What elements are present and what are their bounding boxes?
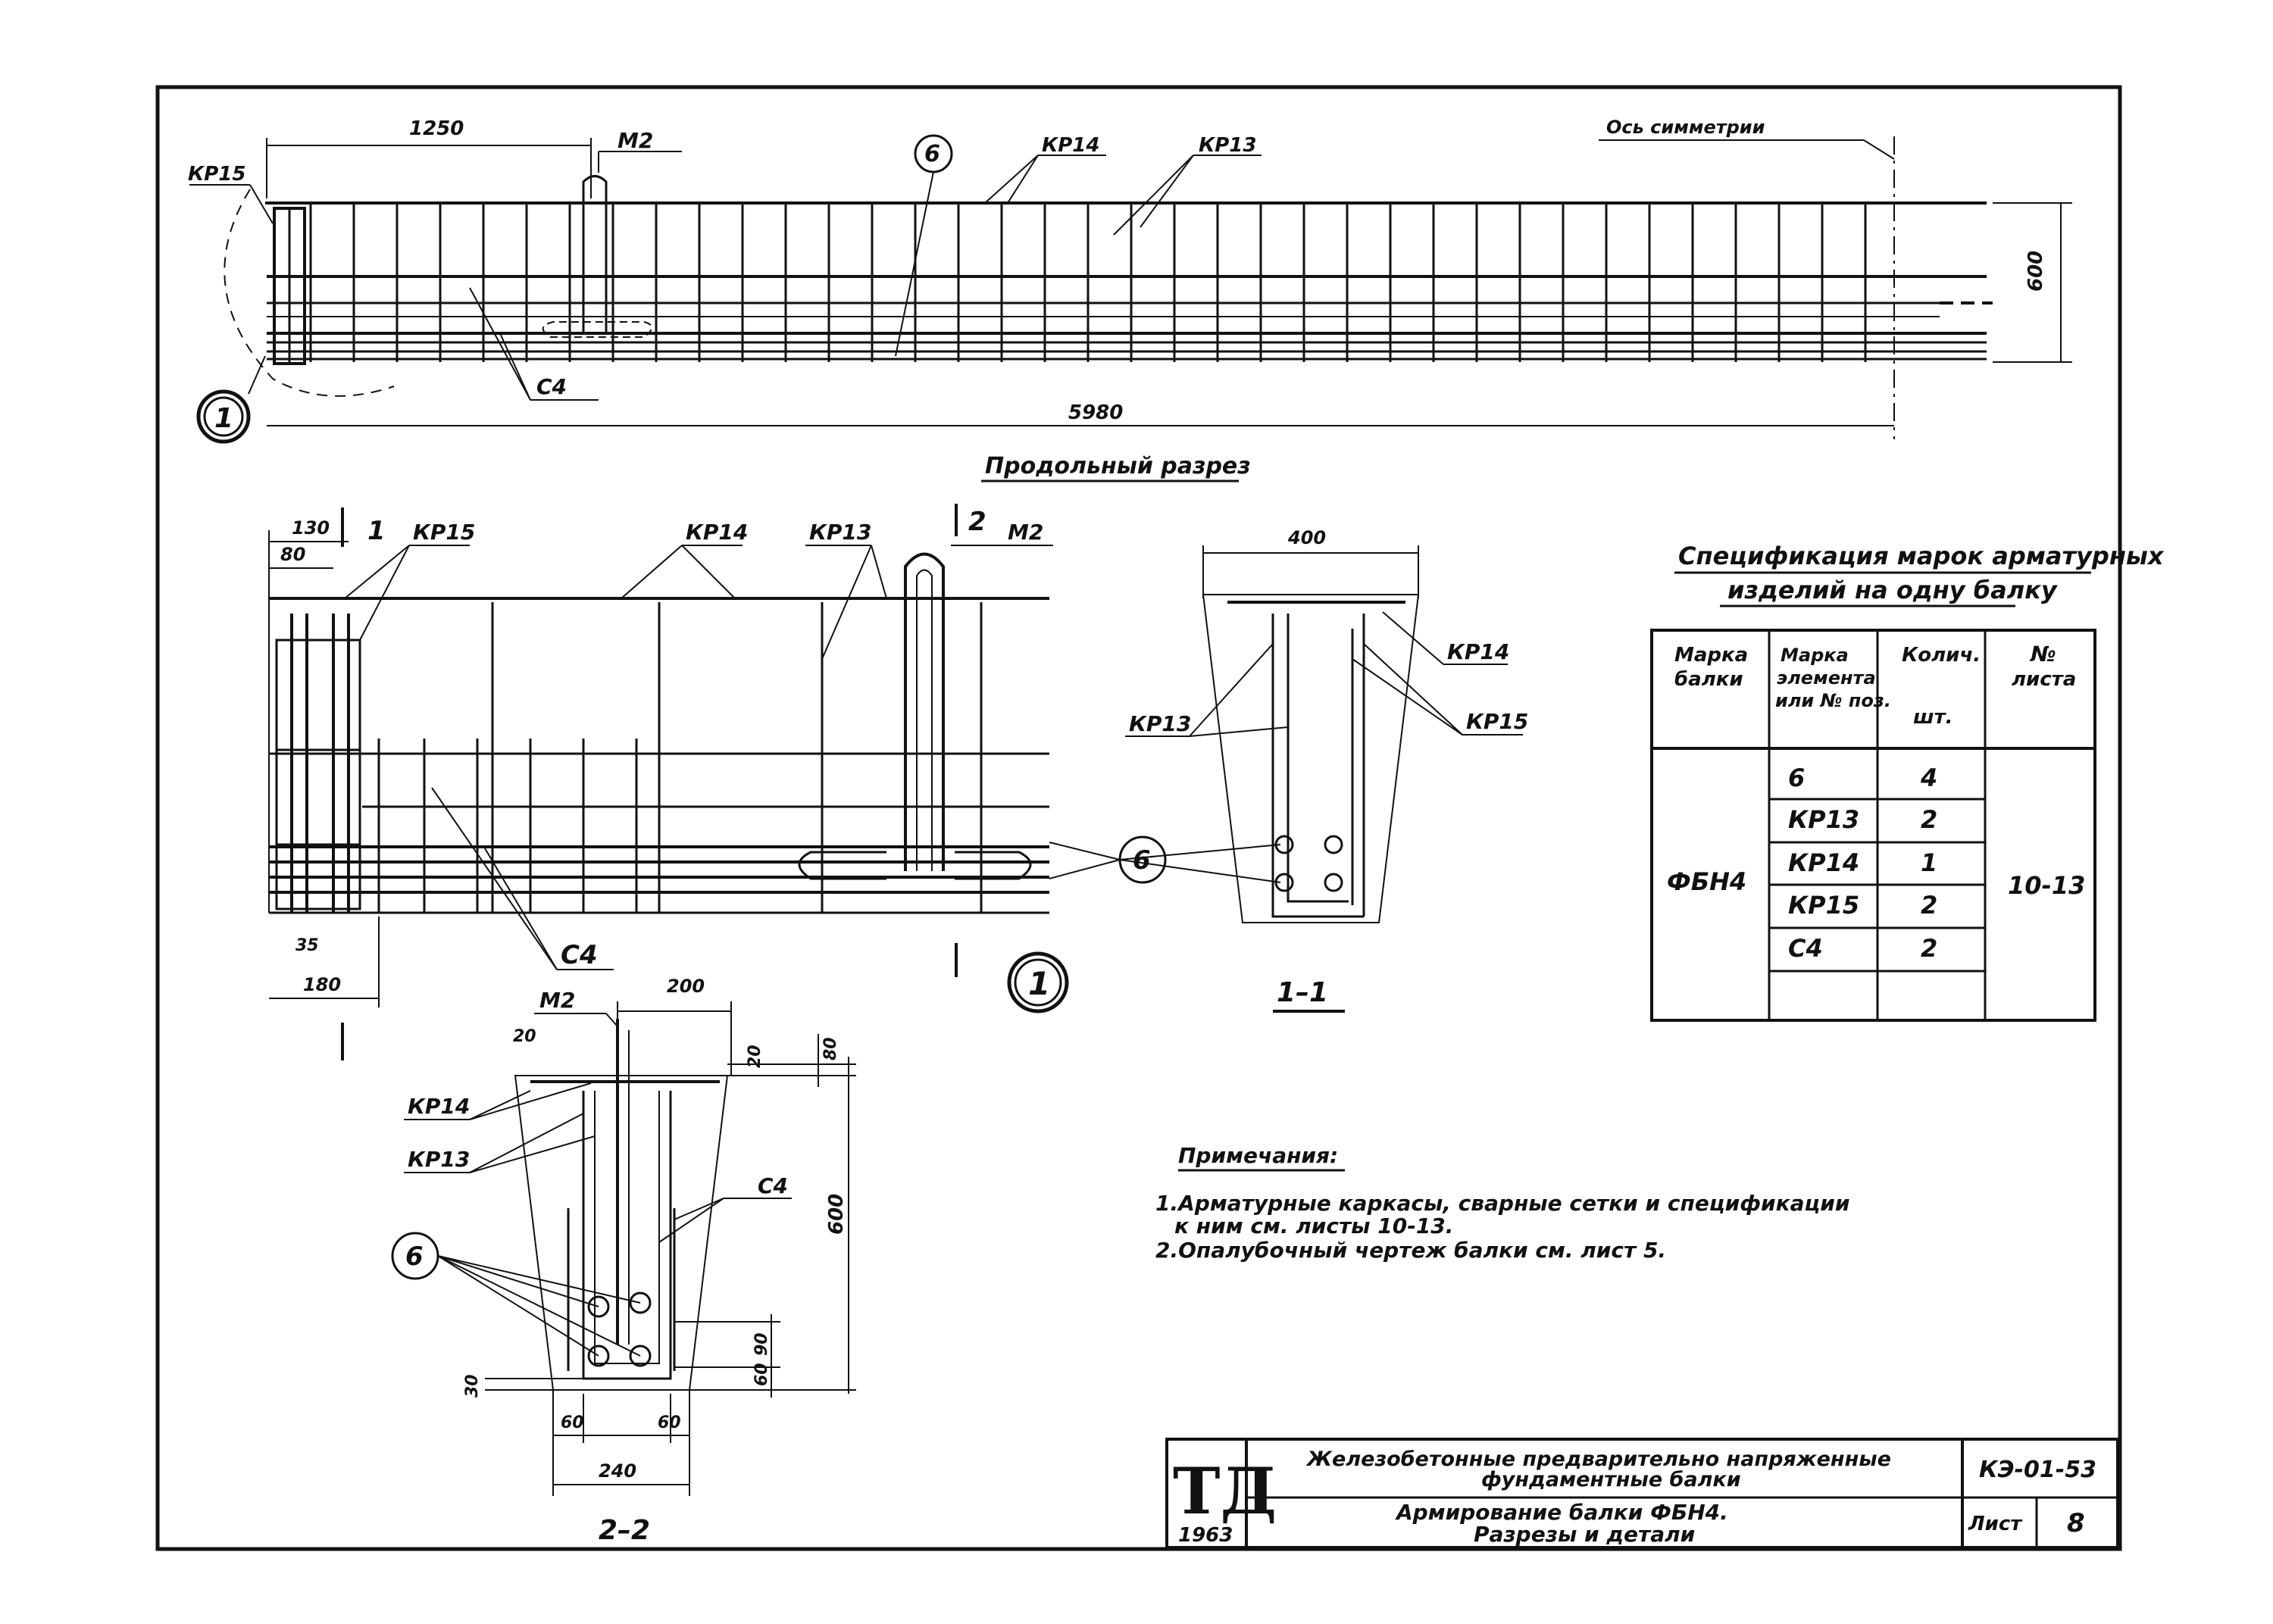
view-title-longitudinal: Продольный разрез	[985, 453, 1251, 479]
hdr-sheet-1: №	[2029, 642, 2056, 667]
cell-element: КР15	[1788, 891, 1859, 920]
cell-beam-mark: ФБН4	[1667, 867, 1746, 896]
note-line-3: 2.Опалубочный чертеж балки см. лист 5.	[1155, 1238, 1666, 1263]
s11-label-kr13: КР13	[1129, 711, 1191, 736]
spec-title-line2: изделий на одну балку	[1727, 576, 2058, 604]
dim-5980: 5980	[1068, 401, 1123, 424]
cell-element: 6	[1788, 764, 1805, 792]
cell-element: С4	[1788, 934, 1823, 963]
cell-quantity: 2	[1921, 805, 1937, 834]
section-2-2: М2 200 20 20 80 600 90 60 30 60 60 240 К…	[391, 976, 856, 1551]
s22-dim-60-left: 60	[561, 1413, 584, 1432]
detail-label-kr15: КР15	[413, 520, 475, 545]
note-line-1: 1.Арматурные каркасы, сварные сетки и сп…	[1155, 1191, 1850, 1216]
hdr-qty-2: шт.	[1913, 706, 1953, 729]
detail-label-m2: М2	[1008, 520, 1043, 545]
hdr-qty-1: Колич.	[1902, 644, 1981, 667]
label-kr14: КР14	[1042, 134, 1100, 157]
dim-1250: 1250	[409, 117, 464, 140]
hdr-element-2: элемента	[1777, 667, 1876, 689]
cell-quantity: 4	[1920, 764, 1937, 792]
note-line-2: к ним см. листы 10-13.	[1174, 1213, 1453, 1238]
dim-600: 600	[2024, 251, 2047, 292]
notes-title: Примечания:	[1178, 1143, 1338, 1168]
hdr-element-1: Марка	[1781, 645, 1849, 666]
title-block: ТД 1963 Железобетонные предварительно на…	[1165, 1438, 2119, 1549]
cut-mark-2: 2	[968, 507, 986, 537]
s22-dim-60-vertical: 60	[752, 1363, 771, 1386]
cut-mark-1-top: 1	[367, 516, 386, 546]
notes: Примечания: 1.Арматурные каркасы, сварны…	[1155, 1143, 1850, 1263]
cell-element: КР13	[1788, 805, 1859, 834]
s22-dim-200: 200	[667, 976, 705, 997]
s22-label-6: 6	[405, 1241, 424, 1272]
detail-label-kr13: КР13	[809, 520, 871, 545]
cell-quantity: 2	[1921, 934, 1937, 963]
spec-title-line1: Спецификация марок арматурных	[1678, 542, 2165, 570]
s11-dim-400: 400	[1287, 527, 1326, 548]
s22-dim-30: 30	[463, 1374, 482, 1398]
cell-quantity: 2	[1921, 891, 1937, 920]
s22-dim-20-left: 20	[513, 1027, 536, 1046]
hdr-sheet-2: листа	[2012, 668, 2076, 691]
s22-dim-80: 80	[821, 1037, 840, 1060]
drawing-code: КЭ-01-53	[1979, 1457, 2096, 1483]
detail-label-c4: С4	[561, 940, 598, 970]
label-c4: С4	[536, 374, 567, 399]
detail-label-6: 6	[1133, 845, 1151, 876]
label-1: 1	[214, 403, 233, 434]
project-name-1: Железобетонные предварительно напряженны…	[1305, 1448, 1891, 1471]
detail-stirrup-bars	[377, 602, 983, 913]
label-6: 6	[924, 141, 940, 167]
label-m2: М2	[617, 128, 653, 153]
project-name-2: фундаментные балки	[1481, 1468, 1741, 1491]
dim-35: 35	[295, 936, 319, 955]
cell-quantity: 1	[1921, 848, 1937, 877]
section-1-1: 400 КР14 КР13 КР15 1–1	[1119, 527, 1528, 1013]
s22-dim-240: 240	[599, 1460, 636, 1482]
s22-dim-60-right: 60	[658, 1413, 681, 1432]
dim-80: 80	[280, 544, 305, 565]
detail-label-1: 1	[1028, 965, 1050, 1002]
dim-130: 130	[292, 517, 330, 539]
label-kr15: КР15	[188, 163, 246, 186]
year: 1963	[1178, 1524, 1233, 1547]
hdr-beam-2: балки	[1674, 668, 1743, 691]
s22-label-kr13: КР13	[408, 1147, 470, 1172]
dim-180: 180	[303, 974, 341, 995]
drawing-name-2: Разрезы и детали	[1474, 1522, 1695, 1547]
s22-label-m2: М2	[539, 988, 575, 1013]
sheet-frame	[155, 85, 2122, 1551]
section-1-1-title: 1–1	[1277, 977, 1328, 1008]
s11-label-kr15: КР15	[1466, 709, 1528, 734]
s22-dim-600: 600	[825, 1194, 848, 1235]
detail-label-kr14: КР14	[686, 520, 748, 545]
hdr-element-3: или № поз.	[1775, 690, 1891, 711]
s22-dim-90: 90	[752, 1332, 771, 1356]
cell-sheets: 10-13	[2008, 871, 2085, 900]
longitudinal-section-view: 1250 5980 600 Ось симметрии КР15 М2 6 КР…	[188, 117, 2072, 483]
axis-of-symmetry-note: Ось симметрии	[1606, 117, 1765, 138]
sheet-number: 8	[2067, 1508, 2085, 1538]
label-kr13: КР13	[1199, 134, 1257, 157]
callout-1	[196, 389, 251, 444]
sheet-label: Лист	[1968, 1513, 2023, 1535]
cell-element: КР14	[1788, 848, 1859, 877]
section-2-2-title: 2–2	[599, 1515, 650, 1546]
drawing-name-1: Армирование балки ФБН4.	[1395, 1500, 1728, 1525]
hdr-beam-1: Марка	[1674, 644, 1748, 667]
detail-view-1: 1 2 130 80 35 180 КР15 КР14 КР13 М2 С4	[268, 504, 1167, 1060]
s22-label-c4: С4	[758, 1173, 788, 1198]
s11-label-kr14: КР14	[1447, 639, 1509, 664]
detail-callout-1	[1007, 951, 1069, 1013]
s22-label-kr14: КР14	[408, 1094, 470, 1119]
logo-td: ТД	[1173, 1454, 1277, 1529]
specification-table: Спецификация марок арматурных изделий на…	[1650, 542, 2165, 1022]
stirrup-bars	[309, 203, 1867, 362]
